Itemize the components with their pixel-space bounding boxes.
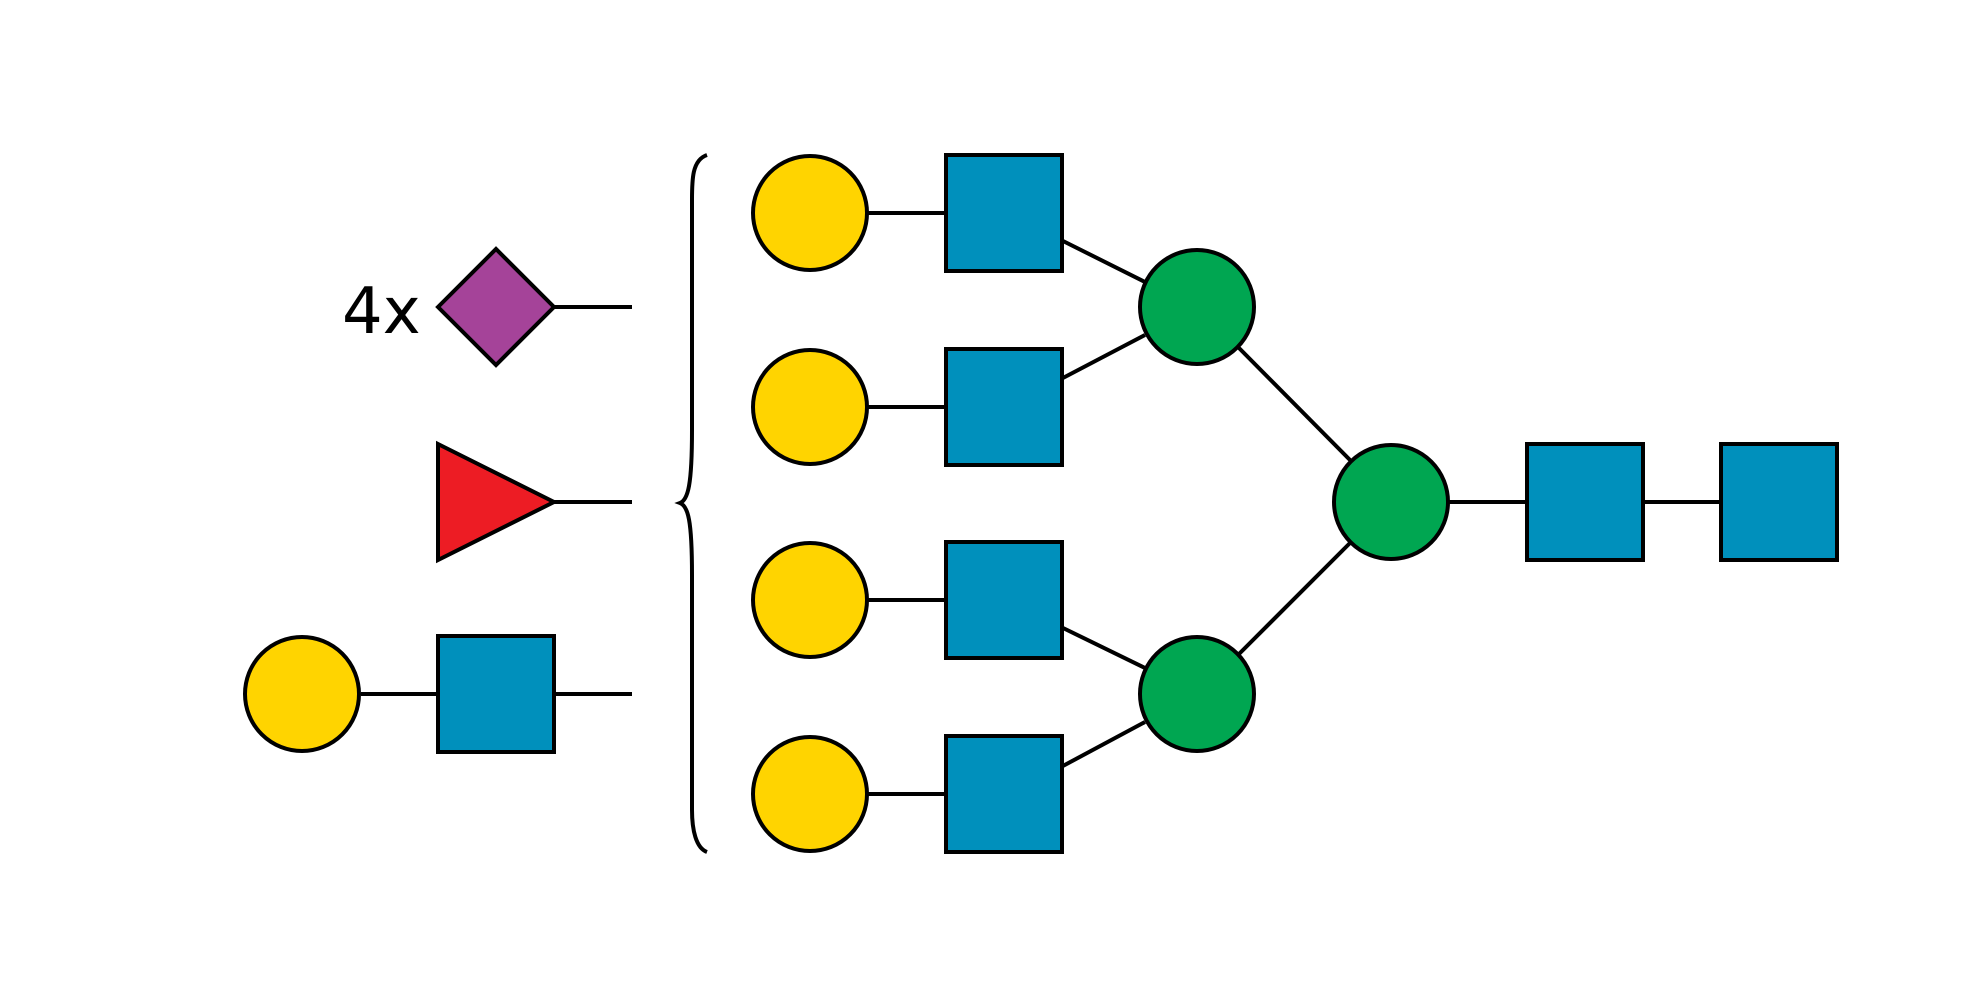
lower-arm-link [1236,541,1352,657]
ant2-glcnac-square-icon [944,347,1064,467]
ant3-glcnac-square-icon [944,540,1064,660]
ant2-man-link [1060,333,1146,381]
lower-mannose-circle-icon [1138,635,1256,753]
multiplier-label: 4x [342,275,421,349]
ant3-man-link [1060,625,1146,670]
glcnac-square-icon [436,634,556,754]
ant1-man-link [1060,238,1146,284]
upper-mannose-circle-icon [1138,248,1256,366]
fucose-triangle-icon [436,440,559,564]
core-mannose-circle-icon [1332,443,1450,561]
upper-arm-link [1236,345,1352,462]
core-glcnac-square-icon [1525,442,1645,562]
reducing-glcnac-square-icon [1719,442,1839,562]
ant4-glcnac-square-icon [944,734,1064,854]
attachment-brace [674,153,708,854]
ant1-glcnac-square-icon [944,153,1064,273]
ant1-galactose-circle-icon [751,154,869,272]
ant4-galactose-circle-icon [751,735,869,853]
neuac-diamond-icon [435,246,557,368]
ant3-galactose-circle-icon [751,541,869,659]
ant2-galactose-circle-icon [751,348,869,466]
galactose-circle-icon [243,635,361,753]
ant4-man-link [1060,720,1146,769]
